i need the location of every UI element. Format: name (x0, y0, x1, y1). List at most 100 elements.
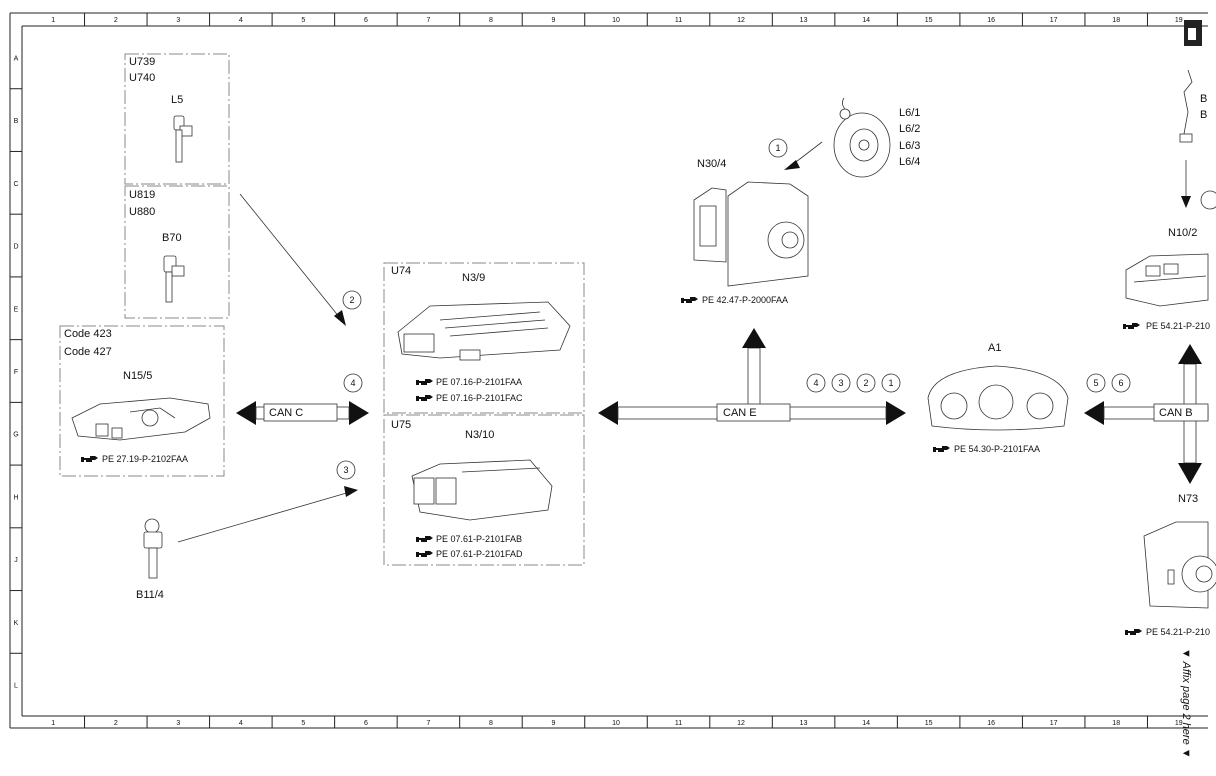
grid-col-label: 11 (675, 720, 682, 727)
grid-col-label: 17 (1050, 17, 1058, 24)
grid-col-label: 10 (612, 17, 620, 24)
grid-col-label: 4 (239, 720, 243, 727)
grid-col-label: 14 (862, 720, 870, 727)
signal-marker: 4 (343, 373, 363, 393)
ref-a1: PE 54.30-P-2101FAA (954, 444, 1040, 454)
signal-marker-label: 3 (343, 465, 348, 475)
grid-col-label: 19 (1175, 720, 1183, 727)
label-n10-2: N10/2 (1168, 227, 1197, 239)
label-n30-4: N30/4 (697, 158, 726, 170)
grid-col-label: 7 (426, 17, 430, 24)
grid-row-label: G (13, 432, 18, 439)
ref-n15-5-icon (81, 456, 98, 462)
grid-row-label: F (14, 369, 18, 376)
ref-n3-9-b-icon (416, 395, 433, 401)
signal-marker-label: 4 (350, 378, 355, 388)
label-b-1: B (1200, 93, 1207, 105)
group-box-u74: U74 N3/9 PE 07.16-P-2101FAA PE 07.16-P-2… (383, 262, 585, 414)
grid-frame: 1122334455667788991010111112121313141415… (9, 12, 1208, 729)
code-423: Code 423 (64, 328, 112, 340)
grid-row-label: J (14, 557, 18, 564)
can-e-label: CAN E (723, 407, 757, 419)
grid-col-label: 13 (800, 17, 808, 24)
grid-col-label: 9 (552, 17, 556, 24)
group-box-code423: Code 423 Code 427 N15/5 PE 27.19-P-2102F… (59, 325, 225, 477)
signal-marker: 1 (881, 373, 901, 393)
can-b-bus: CAN B (1084, 344, 1209, 484)
ref-n3-10-b: PE 07.61-P-2101FAD (436, 549, 523, 559)
can-e-bus: CAN E (598, 328, 906, 425)
grid-col-label: 5 (301, 17, 305, 24)
label-l6-2: L6/2 (899, 123, 920, 135)
group-box-u819: U819 U880 B70 (124, 185, 230, 319)
ref-n15-5: PE 27.19-P-2102FAA (102, 454, 188, 464)
group-box-u739: U739 U740 L5 (124, 53, 230, 185)
component-n30-4: N30/4 PE 42.47-P-2000FAA (681, 158, 809, 305)
label-l6-4: L6/4 (899, 156, 920, 168)
corner-tab-icon (1184, 20, 1202, 46)
grid-col-label: 2 (114, 17, 118, 24)
code-u75: U75 (391, 419, 411, 431)
grid-col-label: 1 (51, 720, 55, 727)
grid-col-label: 18 (1112, 17, 1120, 24)
signal-marker: 5 (1086, 373, 1106, 393)
grid-row-label: K (14, 620, 19, 627)
sensor-b-icon (1179, 69, 1193, 143)
signal-lines (177, 141, 823, 543)
code-u740: U740 (129, 72, 155, 84)
ref-n73: PE 54.21-P-210 (1146, 627, 1210, 637)
grid-col-label: 6 (364, 720, 368, 727)
grid-col-label: 8 (489, 17, 493, 24)
ref-a1-icon (933, 446, 950, 452)
grid-col-label: 3 (176, 17, 180, 24)
code-u819: U819 (129, 189, 155, 201)
grid-col-label: 12 (737, 720, 745, 727)
sensor-b70-icon (163, 255, 185, 303)
signal-marker-label: 5 (1093, 378, 1098, 388)
label-n3-10: N3/10 (465, 429, 494, 441)
ref-n10-2-icon (1123, 323, 1140, 329)
abs-unit-n30-4-icon (693, 181, 809, 287)
label-l6-1: L6/1 (899, 107, 920, 119)
instrument-cluster-icon (927, 365, 1069, 431)
signal-marker-label: 2 (863, 378, 868, 388)
module-n10-2-icon (1125, 253, 1209, 307)
ref-n30-4: PE 42.47-P-2000FAA (702, 295, 788, 305)
label-n3-9: N3/9 (462, 272, 485, 284)
ecu-n3-10-icon (411, 459, 553, 521)
code-u739: U739 (129, 56, 155, 68)
grid-col-label: 14 (862, 17, 870, 24)
signal-marker-label: 1 (775, 143, 780, 153)
code-427: Code 427 (64, 346, 112, 358)
signal-marker: 3 (831, 373, 851, 393)
signal-marker: 6 (1111, 373, 1131, 393)
ref-n3-10-a-icon (416, 536, 433, 542)
sensor-l5-icon (173, 115, 193, 163)
grid-col-label: 9 (552, 720, 556, 727)
affix-note: ▼ Affix page 2 here ▼ (1180, 648, 1192, 759)
ref-n3-9-b: PE 07.16-P-2101FAC (436, 393, 523, 403)
signal-marker-label: 3 (838, 378, 843, 388)
signal-arrowheads (334, 160, 800, 497)
grid-col-label: 16 (987, 720, 995, 727)
grid-col-label: 15 (925, 17, 933, 24)
grid-col-label: 11 (675, 17, 682, 24)
grid-col-label: 1 (51, 17, 55, 24)
grid-col-label: 16 (987, 17, 995, 24)
label-b70: B70 (162, 232, 182, 244)
grid-col-label: 13 (800, 720, 808, 727)
grid-row-label: L (14, 683, 18, 690)
grid-col-label: 6 (364, 17, 368, 24)
component-a1: A1 PE 54.30-P-2101FAA (927, 342, 1069, 454)
grid-col-label: 15 (925, 720, 933, 727)
can-b-label: CAN B (1159, 407, 1193, 419)
grid-col-label: 19 (1175, 17, 1183, 24)
ref-n3-9-a-icon (416, 379, 433, 385)
ref-n73-icon (1125, 629, 1142, 635)
component-n73: N73 PE 54.21-P-210 (1125, 493, 1216, 637)
can-c-label: CAN C (269, 407, 303, 419)
label-l6-3: L6/3 (899, 140, 920, 152)
group-box-u75: U75 N3/10 PE 07.61-P-2101FAB PE 07.61-P-… (383, 414, 585, 566)
grid-col-label: 12 (737, 17, 745, 24)
